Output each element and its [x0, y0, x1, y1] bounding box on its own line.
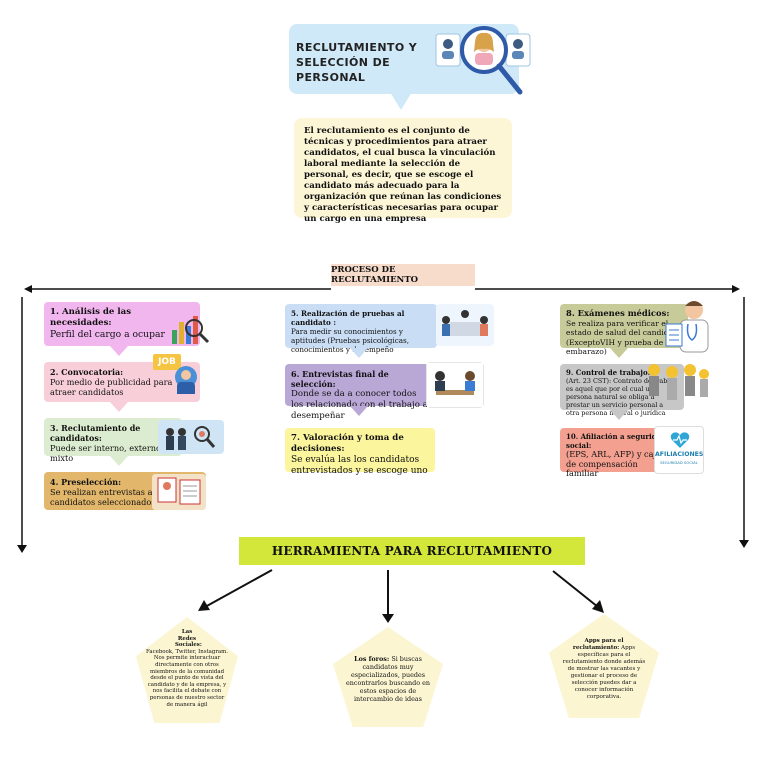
step-5-card: 5. Realización de pruebas al candidato :…	[285, 304, 437, 354]
step-6-title: 6. Entrevistas final de selección:	[291, 369, 389, 389]
candidates-group-icon	[158, 420, 224, 454]
step-1-body: Perfil del cargo a ocupar	[50, 329, 165, 340]
step-1-tail	[110, 346, 128, 356]
step-9-card: 9. Control de trabajo: (Art. 23 CST): Co…	[560, 364, 684, 417]
step-2-title: 2. Convocatoria:	[50, 367, 124, 377]
seguridad-social-text: SEGURIDAD SOCIAL	[660, 460, 698, 465]
step-2-tail	[110, 402, 128, 412]
step-3-tail	[110, 456, 128, 466]
step-3-title: 3. Reclutamiento de candidatos:	[50, 423, 141, 443]
step-10-card: 10. Afiliación a seguridad social: (EPS,…	[560, 428, 672, 478]
workers-icon	[648, 364, 709, 400]
step-6-card: 6. Entrevistas final de selección: Donde…	[285, 364, 435, 421]
interview-icon	[426, 362, 484, 408]
tool-1-body: Facebook, Twitter, Instagram. Nos permit…	[146, 648, 228, 708]
page-title: RECLUTAMIENTO Y SELECCIÓN DE PERSONAL	[296, 40, 446, 85]
arrow-to-tool-1-icon	[198, 600, 210, 611]
step-9-tail	[610, 410, 628, 420]
step-5-title: 5. Realización de pruebas al candidato :	[291, 309, 405, 327]
step-4-body: Se realizan entrevistas a los candidatos…	[50, 487, 167, 507]
tool-2-title: Los foros:	[354, 655, 390, 663]
title-line-1: RECLUTAMIENTO Y	[296, 41, 418, 54]
step-2-body: Por medio de publicidad para atraer cand…	[50, 377, 173, 397]
doctor-icon	[665, 301, 709, 353]
tool-3-title: Apps para el reclutamiento:	[572, 638, 624, 651]
job-sign-icon: JOB	[151, 352, 199, 398]
tool-2-body: Si buscas candidatos muy especializados,…	[346, 655, 430, 703]
step-6-tail	[350, 406, 368, 416]
tool-1-title: Las Redes Sociales:	[175, 629, 202, 649]
arrow-down-left-icon	[17, 545, 27, 553]
step-3-body: Puede ser interno, externo o mixto	[50, 443, 169, 463]
step-5-tail	[350, 348, 368, 358]
step-8-title: 8. Exámenes médicos:	[566, 308, 670, 318]
step-1-title: 1. Análisis de las necesidades:	[50, 307, 132, 328]
step-9-title: 9. Control de trabajo:	[566, 368, 651, 377]
step-8-tail	[610, 348, 628, 358]
test-people-icon	[436, 304, 494, 346]
step-7-card: 7. Valoración y toma de decisiones: Se e…	[285, 428, 435, 476]
preselection-cv-icon	[152, 474, 206, 510]
afiliaciones-logo: AFILIACIONES SEGURIDAD SOCIAL	[654, 426, 704, 474]
title-line-2: SELECCIÓN DE PERSONAL	[296, 56, 391, 84]
analysis-chart-icon	[172, 316, 210, 344]
step-10-title: 10. Afiliación a seguridad social:	[566, 432, 667, 450]
step-7-title: 7. Valoración y toma de decisiones:	[291, 433, 404, 454]
step-7-body: Se evalúa las los candidatos entrevistad…	[291, 455, 428, 476]
definition-box: El reclutamiento es el conjunto de técni…	[294, 118, 512, 224]
arrow-left-icon	[24, 285, 32, 293]
process-label: PROCESO DE RECLUTAMIENTO	[331, 264, 475, 286]
step-6-body: Donde se da a conocer todos los relacion…	[291, 389, 428, 421]
title-bubble-tail	[390, 92, 412, 110]
tools-title-bar: HERRAMIENTA PARA RECLUTAMIENTO	[239, 537, 585, 565]
step-4-title: 4. Preselección:	[50, 477, 122, 487]
step-10-body: (EPS, ARL, AFP) y caja de compensación f…	[566, 449, 661, 478]
tool-3-body: Apps específicas para el reclutamiento d…	[562, 645, 646, 700]
afiliaciones-text: AFILIACIONES	[655, 451, 704, 458]
step-5-body: Para medir su conocimientos y aptitudes …	[291, 327, 409, 354]
arrow-to-tool-2-icon	[382, 614, 394, 623]
arrow-down-right-icon	[739, 540, 749, 548]
arrow-right-icon	[732, 285, 740, 293]
candidates-magnifier-icon	[435, 26, 531, 95]
job-badge: JOB	[153, 354, 181, 370]
step-8-body: Se realiza para verificar el estado de s…	[566, 318, 681, 357]
arrow-to-tool-3-icon	[592, 600, 604, 613]
heart-pulse-icon	[670, 432, 690, 448]
